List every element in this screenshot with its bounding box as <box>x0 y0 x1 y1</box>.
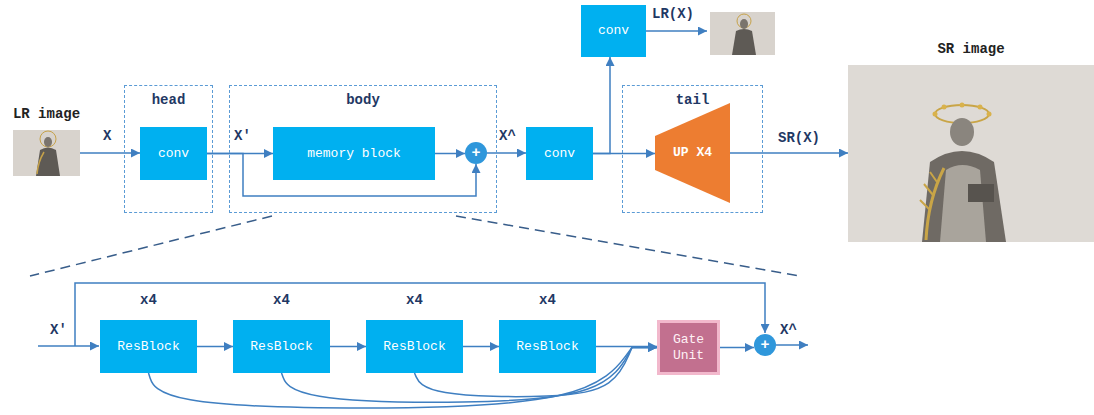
image-ground <box>710 12 775 55</box>
process-box: conv <box>581 5 646 57</box>
signal-label: X^ <box>780 322 797 339</box>
node-label: UP X4 <box>669 145 716 161</box>
node-label: + <box>760 338 769 353</box>
input-wire <box>38 345 99 347</box>
connector <box>487 152 526 154</box>
connector <box>463 346 499 348</box>
process-box: memory block <box>273 127 435 180</box>
node-label: ResBlock <box>246 339 316 355</box>
signal-label: LR(X) <box>652 6 694 23</box>
statue-robe <box>940 165 986 242</box>
statue-head <box>44 137 52 147</box>
node-label: conv <box>540 146 579 162</box>
group-heading: head <box>125 92 212 108</box>
process-box: x4ResBlock <box>100 320 197 373</box>
connector <box>593 57 610 154</box>
heading-label: x4 <box>539 292 556 308</box>
edge-label: X <box>103 128 111 145</box>
heading-label: LR image <box>13 106 80 122</box>
edge-label: X^ <box>499 128 516 145</box>
output-arrow <box>646 30 707 32</box>
connector <box>596 346 657 348</box>
halo-star <box>960 103 965 108</box>
image-panel: LR image <box>13 130 80 176</box>
signal-label: X' <box>50 322 67 339</box>
node-label: conv <box>594 23 633 39</box>
connector <box>80 152 140 154</box>
upsample-block: UP X4 <box>655 103 730 203</box>
heading-label: x4 <box>406 292 423 308</box>
statue-body <box>36 148 60 177</box>
node-label: Gate Unit <box>660 332 717 363</box>
lr-thumbnail <box>13 130 80 176</box>
halo-star <box>933 112 938 117</box>
upsample-shape <box>655 103 730 203</box>
gate-unit: Gate Unit <box>657 320 720 375</box>
statue-body <box>732 29 756 55</box>
sum-node: + <box>754 334 776 356</box>
module-group: head conv <box>124 85 213 213</box>
node-label: ResBlock <box>512 339 582 355</box>
node-label: + <box>471 146 480 161</box>
module-group: body memory block + <box>229 85 497 213</box>
connector <box>720 347 754 349</box>
halo <box>40 131 56 147</box>
zoom-line <box>30 216 272 276</box>
image-ground <box>848 65 1094 242</box>
palm-leaves <box>920 172 937 210</box>
output-wire <box>776 344 808 346</box>
sr-picture <box>848 65 1094 242</box>
node-label: ResBlock <box>379 339 449 355</box>
halo-star <box>942 105 947 110</box>
statue-book <box>968 184 994 202</box>
connector <box>282 348 658 403</box>
process-box: x4ResBlock <box>233 320 330 373</box>
heading-label: x4 <box>273 292 290 308</box>
module-group: tail UP X4 <box>622 85 763 213</box>
sum-node: + <box>465 142 487 164</box>
zoom-line <box>456 216 800 276</box>
edge-label: X' <box>234 128 251 145</box>
statue-head <box>740 19 748 29</box>
statue-body <box>922 151 1006 242</box>
group-heading: tail <box>623 92 762 108</box>
group-heading: body <box>230 92 496 108</box>
halo <box>737 14 751 28</box>
edge-label: SR(X) <box>778 130 820 147</box>
node-label: memory block <box>303 146 405 162</box>
image-panel: SR image <box>848 65 1094 242</box>
statue-head <box>950 118 974 146</box>
process-box: conv <box>526 127 593 180</box>
process-box: x4ResBlock <box>499 320 596 373</box>
heading-label: x4 <box>140 292 157 308</box>
connector <box>330 346 366 348</box>
node-label: conv <box>154 146 193 162</box>
connector <box>197 346 233 348</box>
palm-branch <box>37 152 44 174</box>
connector <box>435 153 465 155</box>
process-box: x4ResBlock <box>366 320 463 373</box>
lrx-thumbnail <box>710 12 775 55</box>
halo-star <box>978 105 983 110</box>
halo-star <box>987 112 992 117</box>
heading-label: SR image <box>937 41 1004 57</box>
image-ground <box>13 130 80 176</box>
node-label: ResBlock <box>113 339 183 355</box>
connector <box>730 152 848 154</box>
process-box: conv <box>140 127 207 180</box>
